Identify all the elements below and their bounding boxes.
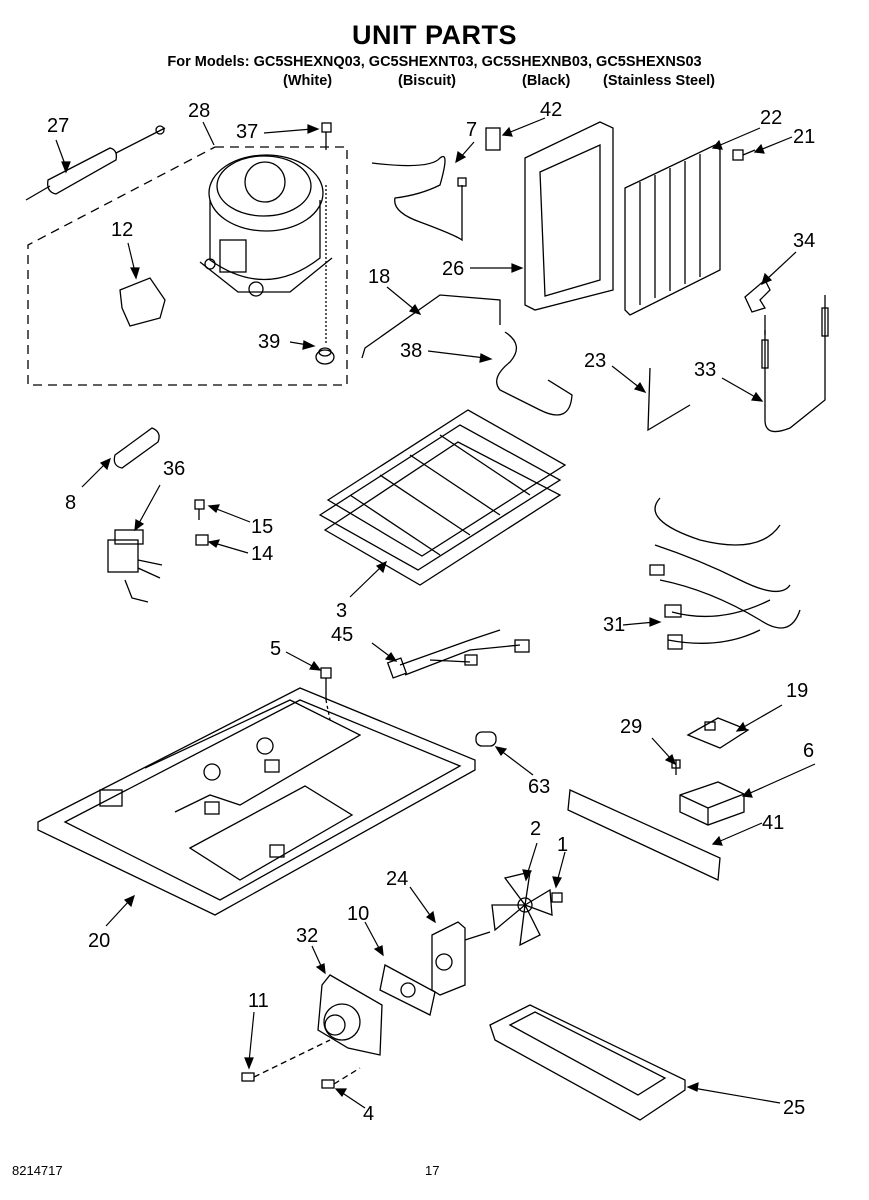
screw-11-part [241, 1039, 331, 1082]
callout-14: 14 [251, 543, 274, 565]
callout-37: 37 [236, 121, 259, 143]
callout-1: 1 [557, 834, 569, 856]
bracket-23-part [647, 367, 691, 432]
control-box-part [679, 781, 745, 826]
callout-6: 6 [803, 740, 815, 762]
screw-4-part [321, 1067, 361, 1089]
callout-29: 29 [620, 716, 643, 738]
callout-26: 26 [442, 258, 465, 280]
models-line: For Models: GC5SHEXNQ03, GC5SHEXNT03, GC… [167, 54, 702, 70]
callout-10: 10 [347, 903, 370, 925]
callout-27: 27 [47, 115, 70, 137]
screw-21-part [732, 149, 756, 161]
condenser-shroud-part [524, 121, 614, 311]
callout-12: 12 [111, 219, 134, 241]
fan-motor-part [431, 921, 491, 996]
tube-38-part [496, 331, 573, 416]
callout-15: 15 [251, 516, 274, 538]
gasket-10-part [379, 964, 436, 1016]
leaders [55, 117, 816, 1109]
callout-24: 24 [386, 868, 409, 890]
page-number: 17 [425, 1163, 440, 1178]
variant-white: (White) [283, 73, 333, 89]
callout-39: 39 [258, 331, 281, 353]
thermistor-part [671, 759, 681, 775]
condenser-part [624, 144, 721, 316]
callout-36: 36 [163, 458, 186, 480]
variant-stainless-steel: (Stainless Steel) [603, 73, 716, 89]
clip-42-part [485, 127, 501, 151]
compressor-assembly-outline [27, 146, 348, 386]
wire-harness-45-part [386, 629, 530, 679]
sleeve-8-part [113, 427, 160, 469]
variant-biscuit: (Biscuit) [398, 73, 456, 89]
callout-18: 18 [368, 266, 391, 288]
drain-pan-part [489, 1004, 686, 1121]
fitting-14-part [195, 534, 209, 546]
compressor-part [199, 154, 333, 297]
nut-1-part [551, 892, 563, 903]
motor-bracket-part [317, 974, 383, 1056]
tube-18-part [361, 294, 501, 359]
base-pan-part [37, 687, 476, 916]
page-title: UNIT PARTS [352, 20, 517, 50]
callout-45: 45 [331, 624, 354, 646]
variant-black: (Black) [522, 73, 571, 89]
callout-21: 21 [793, 126, 816, 148]
callout-8: 8 [65, 492, 77, 514]
relay-part [119, 277, 166, 327]
grommet-39-part [315, 185, 335, 365]
screw-5-part [320, 667, 332, 721]
discharge-tube-part [371, 156, 463, 242]
control-board-part [686, 717, 750, 749]
callout-5: 5 [270, 638, 282, 660]
filter-drier-part [25, 125, 166, 201]
callout-42: 42 [540, 99, 563, 121]
callout-33: 33 [694, 359, 717, 381]
callout-11: 11 [248, 990, 269, 1012]
callout-3: 3 [336, 600, 348, 622]
callout-4: 4 [363, 1103, 375, 1125]
callout-34: 34 [793, 230, 816, 252]
callout-20: 20 [88, 930, 111, 952]
callout-41: 41 [762, 812, 785, 834]
callout-23: 23 [584, 350, 607, 372]
heat-exchanger-part [761, 295, 829, 433]
fan-blade-part [491, 871, 553, 947]
callout-28: 28 [188, 100, 211, 122]
callout-32: 32 [296, 925, 319, 947]
callout-19: 19 [786, 680, 809, 702]
callout-22: 22 [760, 107, 783, 129]
callout-2: 2 [530, 818, 542, 840]
fuse-63-part [475, 731, 497, 747]
screw-15-part [194, 499, 205, 520]
strip-41-part [567, 789, 721, 881]
wire-harness-part [649, 497, 801, 650]
transformer-part [107, 529, 163, 603]
callout-38: 38 [400, 340, 423, 362]
bolt-37-part [321, 122, 332, 150]
callout-25: 25 [783, 1097, 806, 1119]
evaporator-part [318, 409, 567, 586]
clamp-34-part [744, 278, 771, 313]
callout-31: 31 [603, 614, 626, 636]
callout-63: 63 [528, 776, 551, 798]
doc-number: 8214717 [12, 1163, 63, 1178]
callout-7: 7 [466, 119, 478, 141]
